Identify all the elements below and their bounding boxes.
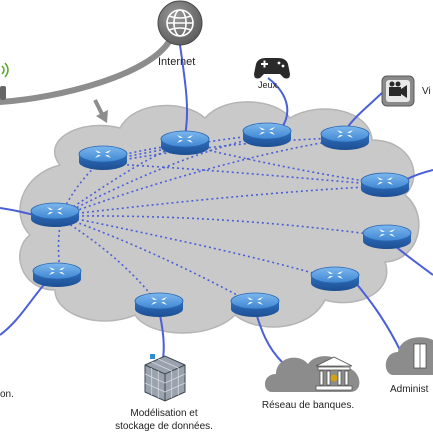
internet-label: Internet bbox=[158, 56, 195, 68]
router-node bbox=[160, 130, 210, 156]
router-node bbox=[32, 262, 82, 288]
wifi-icon bbox=[0, 62, 9, 100]
video-camera-icon bbox=[381, 75, 415, 107]
router-node bbox=[30, 202, 80, 228]
router-node bbox=[242, 122, 292, 148]
administration-label: Administ bbox=[390, 384, 429, 395]
router-node bbox=[360, 172, 410, 198]
video-label: Vi bbox=[422, 86, 431, 97]
solid-links bbox=[0, 44, 433, 363]
router-node bbox=[310, 266, 360, 292]
down-arrow-icon bbox=[93, 99, 108, 123]
router-node bbox=[362, 224, 412, 250]
bank-cloud-icon bbox=[264, 356, 360, 392]
router-node bbox=[230, 292, 280, 318]
globe-icon bbox=[157, 0, 203, 46]
reseau-banques-label: Réseau de banques. bbox=[262, 400, 354, 411]
administration-cloud-icon bbox=[385, 337, 433, 375]
jeux-label: Jeux. bbox=[258, 80, 280, 90]
router-node bbox=[320, 125, 370, 151]
data-cube-icon bbox=[144, 354, 186, 402]
left-partial-label: on. bbox=[0, 389, 14, 400]
router-node bbox=[134, 292, 184, 318]
internet-uplink bbox=[0, 37, 173, 105]
router-node bbox=[78, 145, 128, 171]
gamepad-icon bbox=[254, 58, 290, 79]
modelisation-label-line2: stockage de données. bbox=[115, 421, 213, 432]
modelisation-label-line1: Modélisation et bbox=[130, 408, 197, 419]
